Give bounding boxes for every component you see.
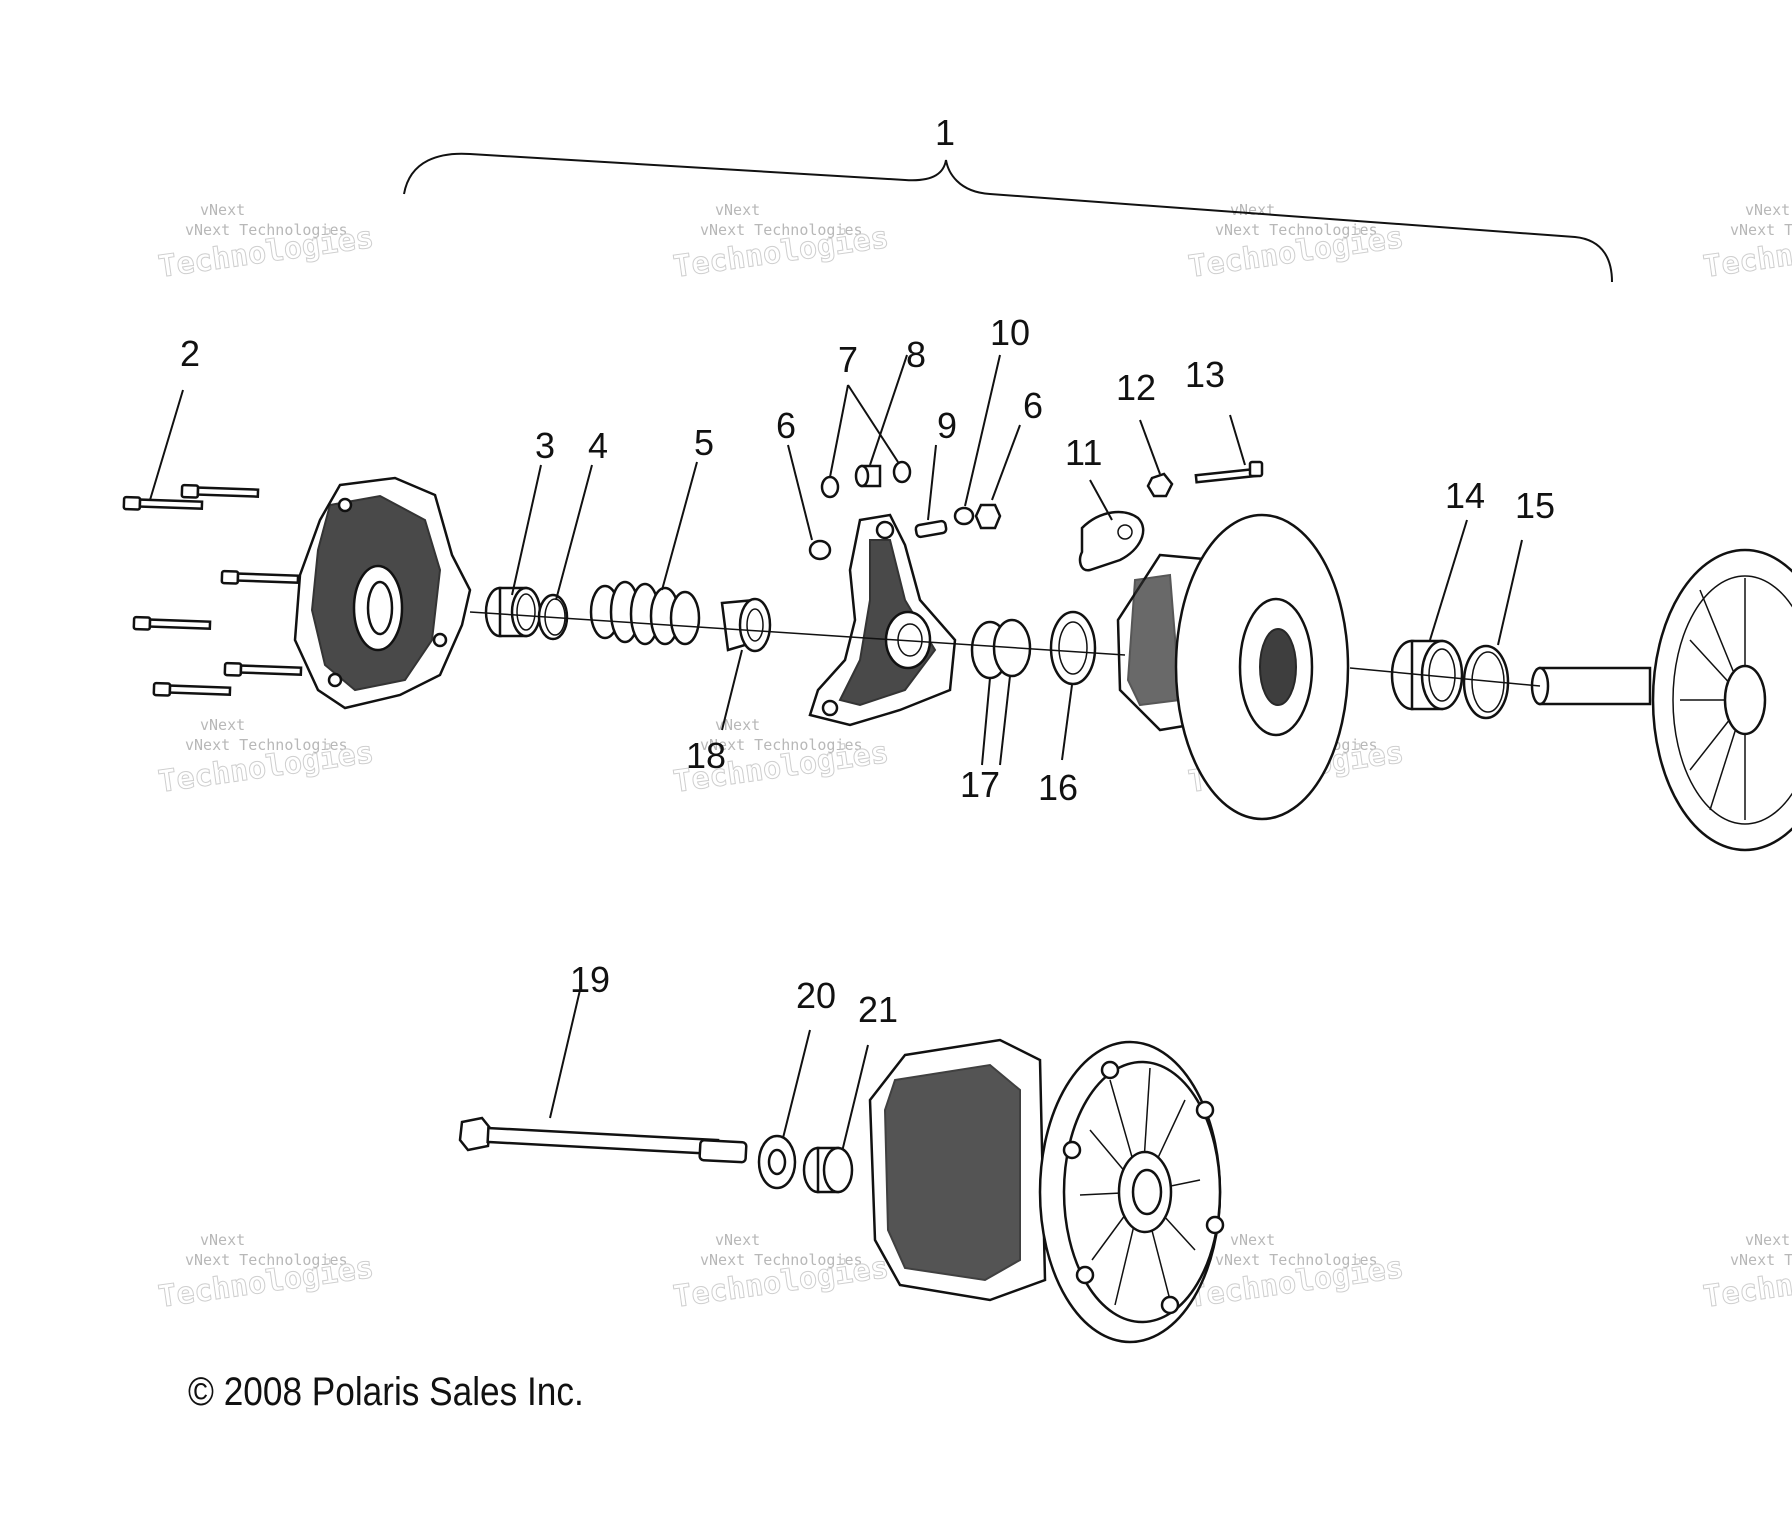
svg-text:vNext Technologies: vNext Technologies <box>700 736 863 754</box>
watermark: vNext vNext Technologies Technologies <box>1186 1231 1407 1315</box>
svg-text:vNext Technologies: vNext Technologies <box>185 1251 348 1269</box>
svg-text:vNext Technologies: vNext Technologies <box>1215 221 1378 239</box>
bolts <box>122 483 303 697</box>
callout-18: 18 <box>686 735 726 776</box>
watermark: vNext vNext Technologies Technologies <box>156 716 377 800</box>
svg-text:vNext Technologies: vNext Technologies <box>700 1251 863 1269</box>
callout-labels: 1 2 3 4 5 6 7 8 9 10 6 11 12 13 14 15 16… <box>180 112 1555 1030</box>
watermark: vNext vNext Technologies Technologies <box>671 1231 892 1315</box>
callout-12: 12 <box>1116 367 1156 408</box>
svg-text:vNext: vNext <box>715 1231 760 1249</box>
svg-text:vNext Technologies: vNext Technologies <box>185 221 348 239</box>
washer-20 <box>757 1134 797 1190</box>
fixed-sheave <box>1530 548 1792 852</box>
sheave-bushing <box>1390 639 1464 711</box>
retaining-bolt <box>458 1116 748 1164</box>
callout-3: 3 <box>535 425 555 466</box>
spring <box>589 580 701 646</box>
svg-text:vNext Technologies: vNext Technologies <box>1730 1251 1792 1269</box>
svg-text:vNext Technologies: vNext Technologies <box>1730 221 1792 239</box>
copyright-notice: © 2008 Polaris Sales Inc. <box>188 1370 584 1414</box>
callout-5: 5 <box>694 422 714 463</box>
watermark: vNext vNext Technologies Technologies <box>156 201 377 285</box>
svg-text:vNext Technologies: vNext Technologies <box>185 736 348 754</box>
callout-10: 10 <box>990 312 1030 353</box>
svg-text:vNext: vNext <box>715 716 760 734</box>
callout-16: 16 <box>1038 767 1078 808</box>
svg-text:vNext: vNext <box>715 201 760 219</box>
spacer-21 <box>802 1146 854 1194</box>
callout-4: 4 <box>588 425 608 466</box>
callout-6a: 6 <box>776 405 796 446</box>
roller <box>808 539 832 561</box>
svg-text:vNext Technologies: vNext Technologies <box>1215 1251 1378 1269</box>
svg-text:vNext: vNext <box>200 716 245 734</box>
washer <box>953 506 975 526</box>
callout-14: 14 <box>1445 475 1485 516</box>
callout-7: 7 <box>838 339 858 380</box>
svg-text:vNext: vNext <box>1745 1231 1790 1249</box>
watermark: vNext vNext Technologies Technologies <box>1701 1231 1792 1315</box>
bolt <box>1194 460 1264 484</box>
bushing <box>484 586 542 638</box>
callout-17: 17 <box>960 764 1000 805</box>
washer <box>892 460 912 484</box>
cover-plate <box>293 476 472 710</box>
bearing <box>1049 610 1097 686</box>
flyweight <box>1078 510 1145 572</box>
assembly-bracket <box>403 152 1613 283</box>
svg-text:vNext: vNext <box>1745 201 1790 219</box>
callout-21: 21 <box>858 989 898 1030</box>
callout-13: 13 <box>1185 354 1225 395</box>
watermark: vNext vNext Technologies Technologies <box>1701 201 1792 285</box>
callout-2: 2 <box>180 333 200 374</box>
svg-text:vNext Technologies: vNext Technologies <box>700 221 863 239</box>
callout-6b: 6 <box>1023 385 1043 426</box>
watermark: vNext vNext Technologies Technologies <box>1186 201 1407 285</box>
pin <box>914 519 948 539</box>
callout-11: 11 <box>1065 432 1102 473</box>
button-bushing <box>720 597 772 653</box>
washer <box>820 475 840 499</box>
callout-8: 8 <box>906 334 926 375</box>
callout-9: 9 <box>937 405 957 446</box>
clutch-assembly <box>868 1038 1225 1344</box>
bushing-small <box>854 464 882 488</box>
moveable-sheave <box>1116 513 1350 821</box>
leader-lines <box>149 354 1541 1161</box>
svg-text:vNext: vNext <box>200 1231 245 1249</box>
callout-1: 1 <box>935 112 955 153</box>
svg-text:vNext: vNext <box>200 201 245 219</box>
nut <box>1146 472 1174 498</box>
svg-text:vNext: vNext <box>1230 1231 1275 1249</box>
watermark: vNext vNext Technologies Technologies <box>671 201 892 285</box>
watermark: vNext vNext Technologies Technologies <box>156 1231 377 1315</box>
spider <box>808 513 957 727</box>
nut <box>974 503 1002 530</box>
callout-19: 19 <box>570 959 610 1000</box>
svg-text:vNext: vNext <box>1230 201 1275 219</box>
callout-15: 15 <box>1515 485 1555 526</box>
callout-20: 20 <box>796 975 836 1016</box>
